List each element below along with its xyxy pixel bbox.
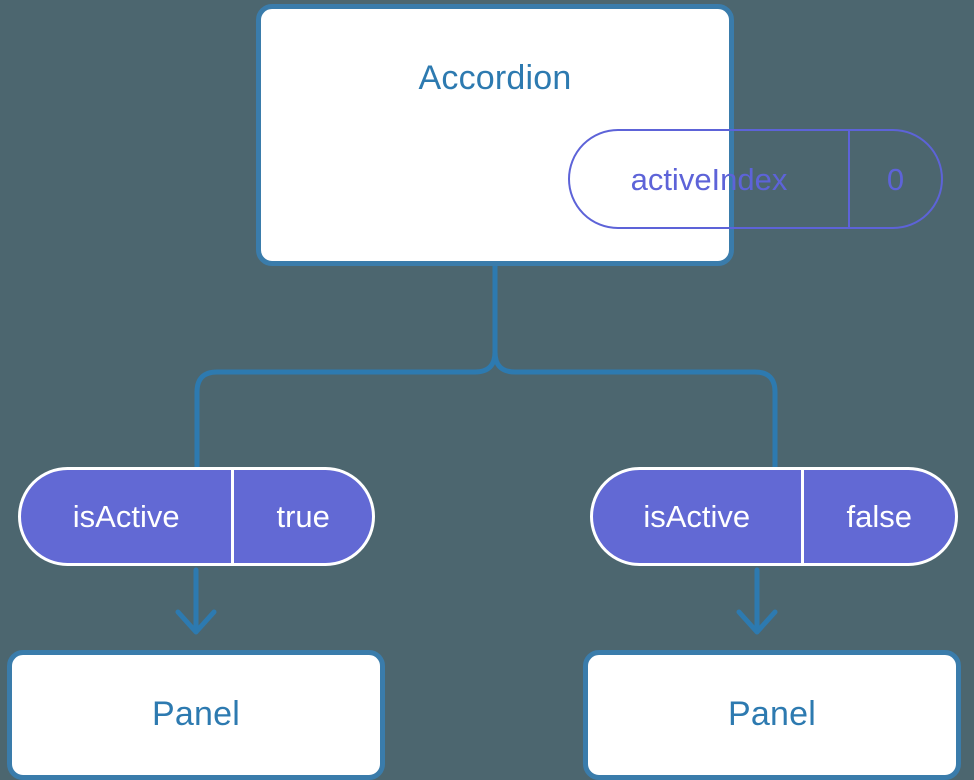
prop-badge-active-index[interactable]: activeIndex 0 [568, 129, 943, 229]
prop-badge-is-active-left[interactable]: isActive true [18, 467, 375, 566]
prop-key-is-active-right: isActive [643, 499, 751, 534]
component-title-panel-right: Panel [728, 695, 816, 733]
prop-value-is-active-left: true [231, 470, 372, 563]
prop-value-active-index: 0 [847, 131, 941, 227]
component-title-panel-left: Panel [152, 695, 240, 733]
prop-value-is-active-right: false [800, 470, 955, 563]
component-card-panel-left[interactable]: Panel [7, 650, 385, 780]
component-card-panel-right[interactable]: Panel [583, 650, 961, 780]
prop-key-is-active-left: isActive [72, 499, 180, 534]
prop-key-active-index: activeIndex [630, 161, 788, 197]
prop-badge-is-active-right[interactable]: isActive false [590, 467, 958, 566]
component-card-accordion[interactable]: Accordion activeIndex 0 [256, 4, 943, 266]
component-title-accordion: Accordion [418, 59, 572, 97]
